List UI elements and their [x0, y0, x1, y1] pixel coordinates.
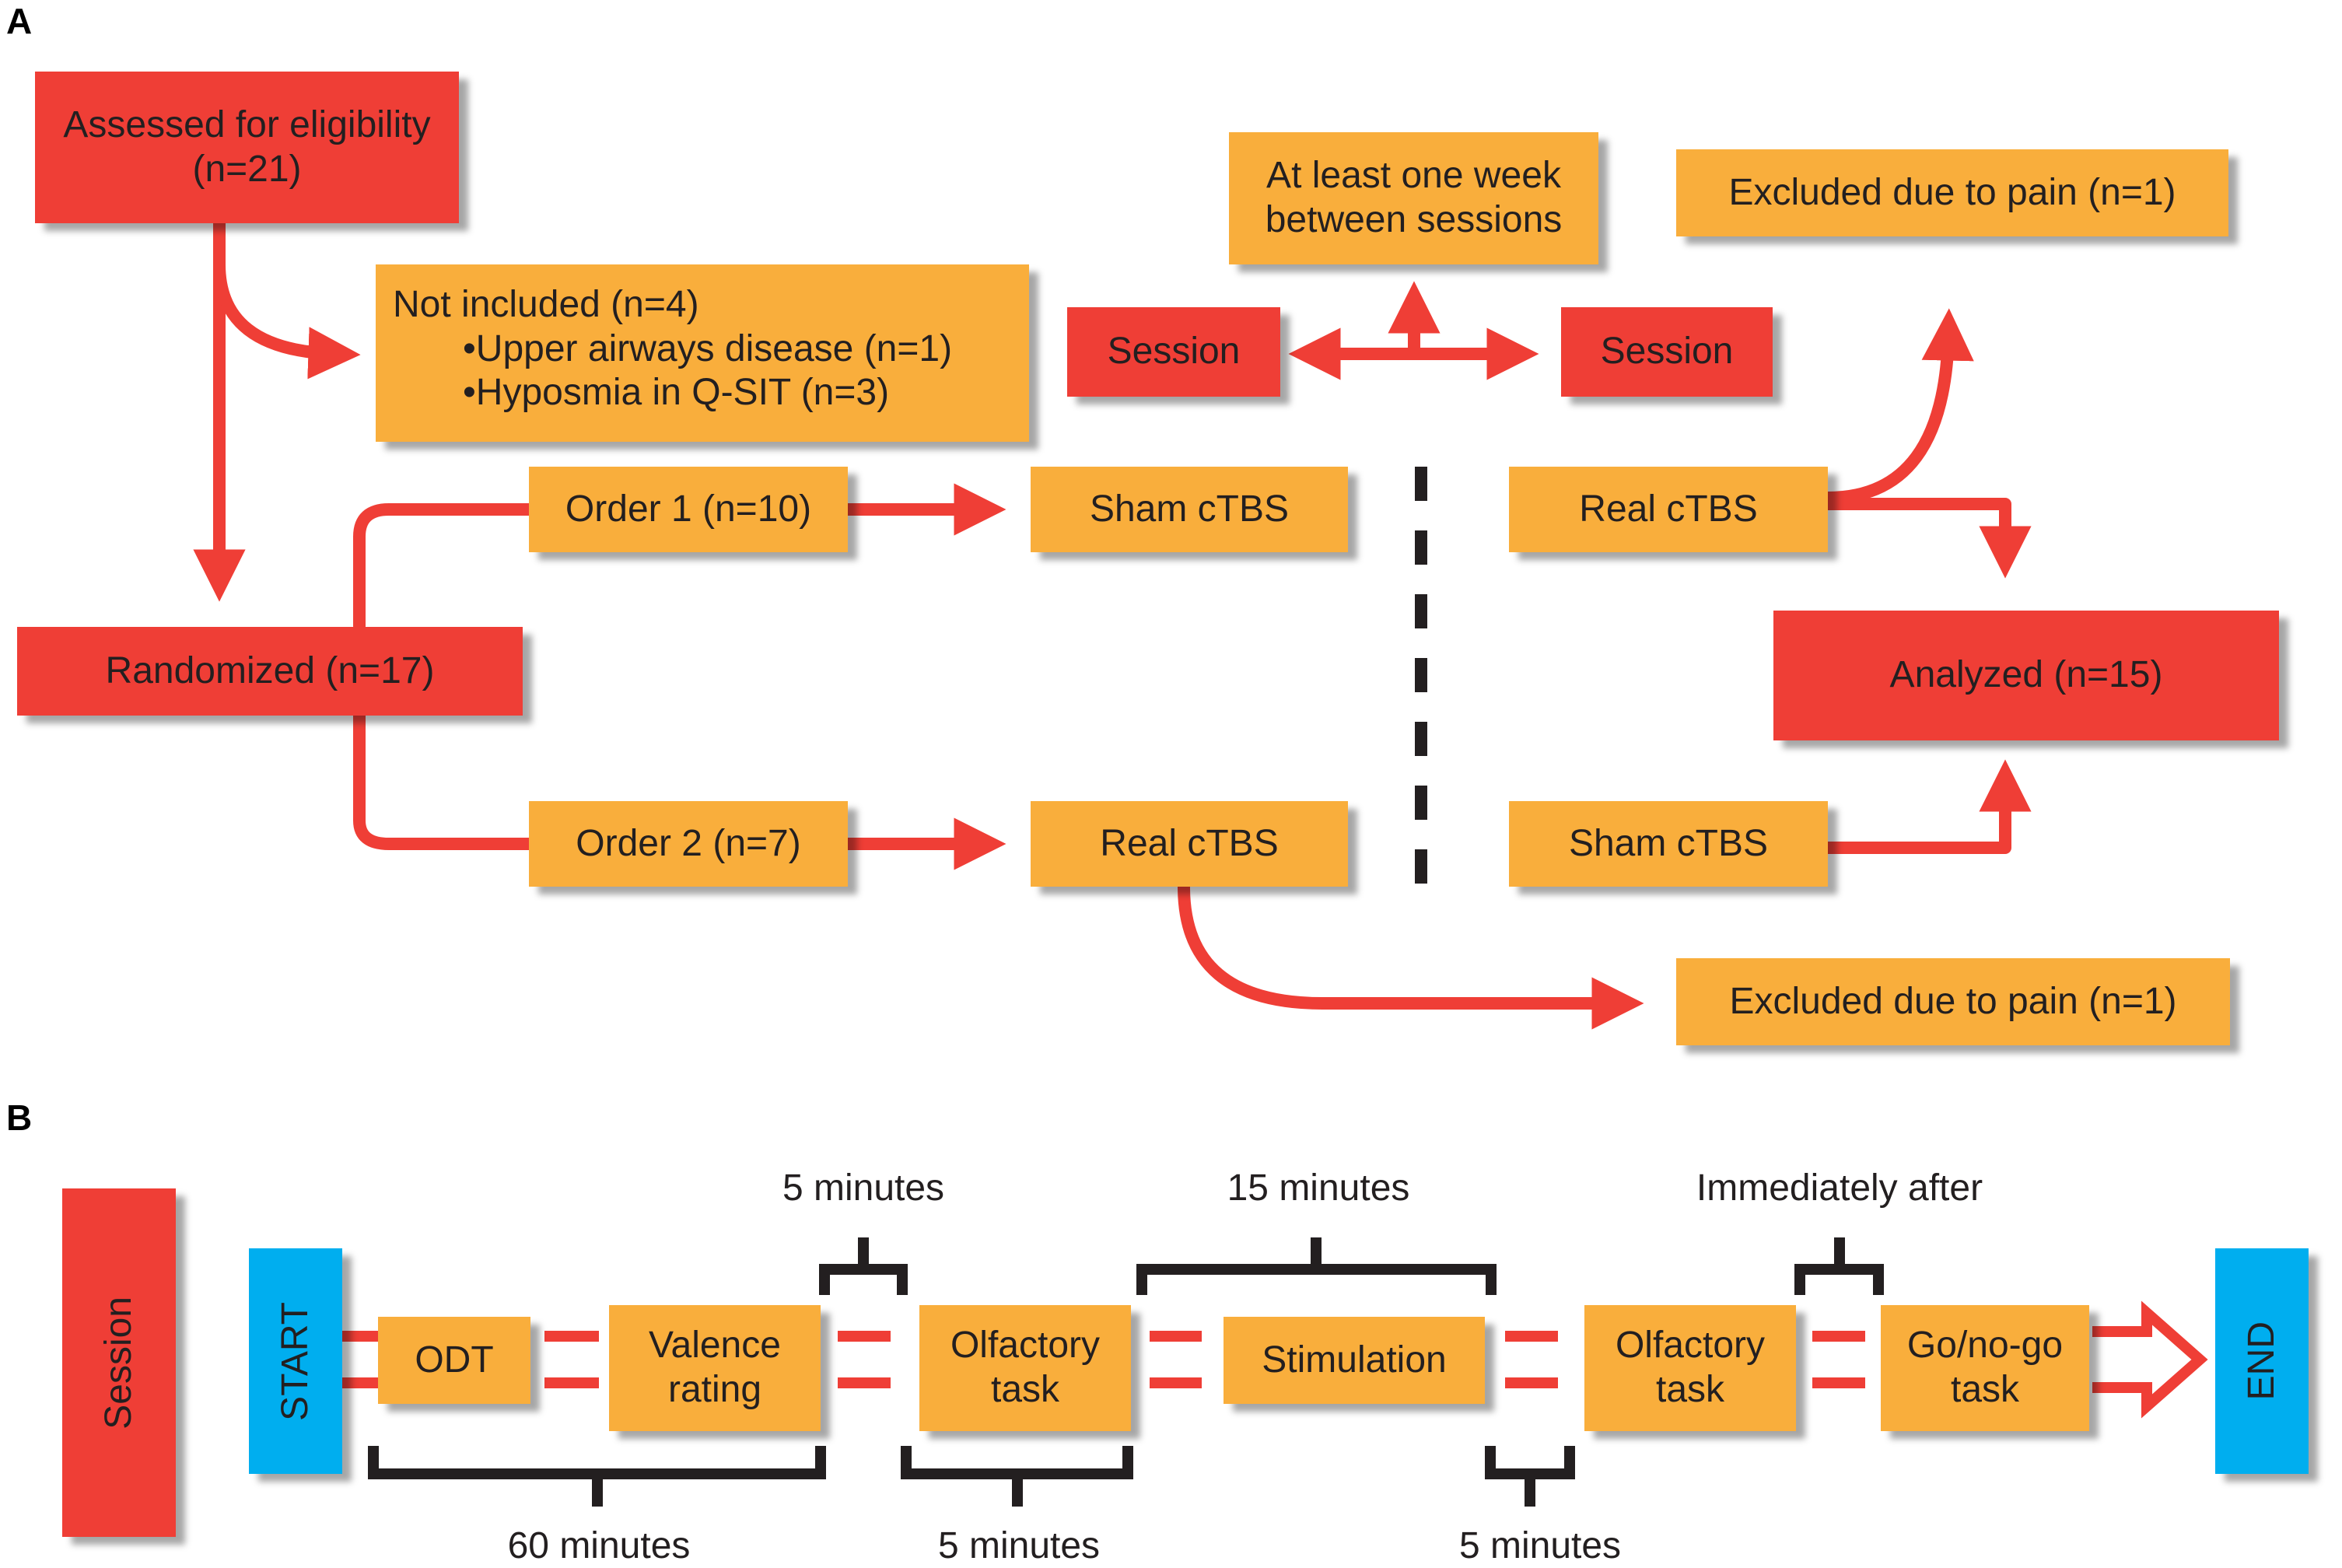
session-right-box: Session	[1561, 307, 1773, 397]
end-label: END	[2240, 1321, 2282, 1401]
not-included-box: Not included (n=4) •Upper airways diseas…	[376, 264, 1029, 442]
bracket-15min-top	[1136, 1237, 1497, 1295]
randomized-box: Randomized (n=17)	[17, 627, 523, 716]
duration-label-top: 5 minutes	[782, 1167, 945, 1209]
order1-box: Order 1 (n=10)	[529, 467, 848, 552]
session-left-box: Session	[1067, 307, 1280, 397]
step-olfactory-task-2: Olfactory task	[1584, 1305, 1796, 1431]
arrow-real-to-excluded-top	[1822, 308, 1974, 504]
arrow-to-end	[2092, 1300, 2208, 1419]
analyzed-box: Analyzed (n=15)	[1773, 611, 2279, 740]
sham-ctbs-second-box: Sham cTBS	[1509, 801, 1828, 887]
start-label: START	[274, 1301, 316, 1421]
duration-label-bottom: 5 minutes	[937, 1525, 1101, 1566]
step-olfactory-task-1: Olfactory task	[919, 1305, 1131, 1431]
connector-randomized-order1	[353, 503, 543, 632]
bracket-5min-bottom-1	[901, 1446, 1133, 1507]
step-valence-rating: Valence rating	[609, 1305, 821, 1431]
connector-randomized-order2	[353, 709, 543, 850]
panel-b-label: B	[6, 1097, 33, 1138]
arrow-real-to-excluded	[1178, 880, 1644, 1030]
step-odt: ODT	[378, 1317, 530, 1404]
end-box: END	[2215, 1248, 2309, 1474]
week-gap-box: At least one week between sessions	[1229, 132, 1598, 264]
bracket-60min-bottom	[368, 1446, 826, 1507]
bracket-5min-bottom-2	[1485, 1446, 1575, 1507]
duration-label-top: Immediately after	[1696, 1167, 1983, 1209]
bracket-5min-top-1	[819, 1237, 908, 1295]
panel-a-label: A	[6, 1, 33, 41]
start-box: START	[249, 1248, 342, 1474]
session-label-box: Session	[62, 1188, 176, 1537]
not-included-title: Not included (n=4)	[393, 284, 699, 325]
step-stimulation: Stimulation	[1224, 1317, 1485, 1404]
not-included-item: •Hyposmia in Q-SIT (n=3)	[463, 372, 890, 414]
arrow-sham-to-analyzed	[1822, 759, 2032, 854]
assessed-box: Assessed for eligibility (n=21)	[35, 72, 459, 223]
not-included-item: •Upper airways disease (n=1)	[463, 327, 953, 369]
arrow-to-not-included	[213, 258, 361, 380]
step-connectors	[342, 1331, 1865, 1388]
bracket-immediately-top	[1794, 1237, 1884, 1295]
duration-label-bottom: 60 minutes	[507, 1525, 691, 1566]
duration-label-bottom: 5 minutes	[1458, 1525, 1622, 1566]
real-ctbs-first-box: Real cTBS	[1031, 801, 1348, 887]
arrow-real-to-analyzed	[1822, 498, 2032, 579]
order2-box: Order 2 (n=7)	[529, 801, 848, 887]
session-label-text: Session	[97, 1296, 139, 1430]
duration-label-top: 15 minutes	[1227, 1167, 1410, 1209]
excluded-top-box: Excluded due to pain (n=1)	[1676, 149, 2228, 236]
step-go-no-go-task: Go/no-go task	[1881, 1305, 2089, 1431]
excluded-bottom-box: Excluded due to pain (n=1)	[1676, 958, 2230, 1045]
sham-ctbs-first-box: Sham cTBS	[1031, 467, 1348, 552]
real-ctbs-second-box: Real cTBS	[1509, 467, 1828, 552]
